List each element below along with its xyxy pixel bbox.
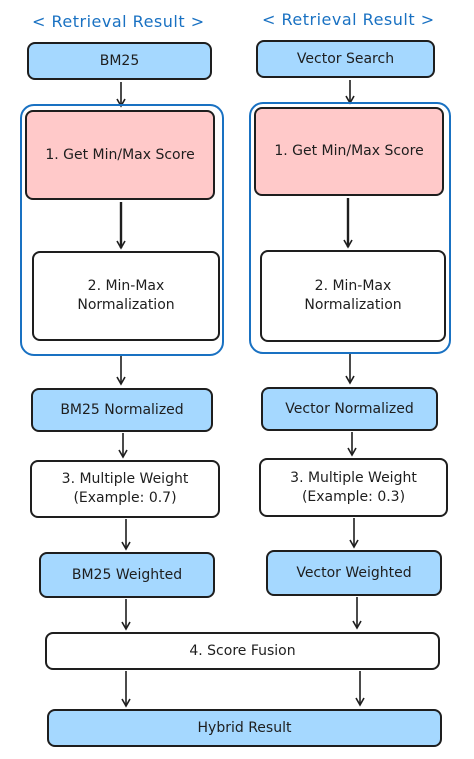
vector-weighted-node: Vector Weighted — [266, 550, 442, 596]
score-fusion-node: 4. Score Fusion — [45, 632, 440, 670]
right-multiple-weight-node: 3. Multiple Weight (Example: 0.3) — [259, 458, 448, 517]
left-header: < Retrieval Result > — [32, 12, 205, 31]
vector-search-node: Vector Search — [256, 40, 435, 78]
right-header: < Retrieval Result > — [262, 10, 435, 29]
left-minmax-normalization-node: 2. Min-Max Normalization — [32, 251, 220, 341]
right-get-minmax-node: 1. Get Min/Max Score — [254, 107, 444, 196]
vector-normalized-node: Vector Normalized — [261, 387, 438, 431]
right-minmax-normalization-node: 2. Min-Max Normalization — [260, 250, 446, 342]
left-get-minmax-node: 1. Get Min/Max Score — [25, 110, 215, 200]
right-normalization-group — [249, 102, 451, 354]
bm25-node: BM25 — [27, 42, 212, 80]
hybrid-result-node: Hybrid Result — [47, 709, 442, 747]
bm25-normalized-node: BM25 Normalized — [31, 388, 213, 432]
left-normalization-group — [20, 104, 224, 356]
bm25-weighted-node: BM25 Weighted — [39, 552, 215, 598]
left-multiple-weight-node: 3. Multiple Weight (Example: 0.7) — [30, 460, 220, 518]
